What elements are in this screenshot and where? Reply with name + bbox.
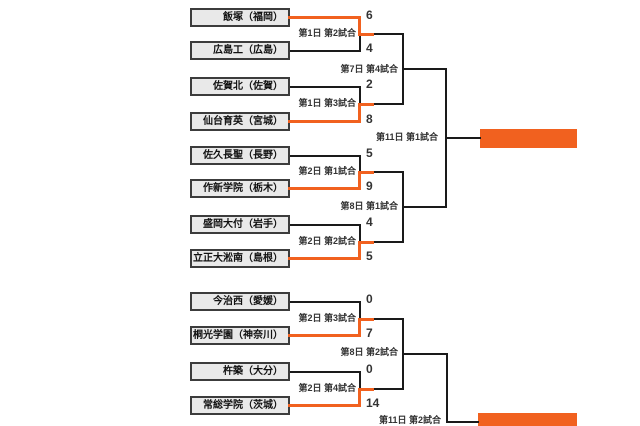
bracket-line: [288, 120, 361, 123]
bracket-line: [373, 388, 404, 390]
match-label: 第11日 第1試合: [375, 132, 438, 142]
team-name: 盛岡大付（岩手）: [203, 219, 283, 230]
team-box: 立正大淞南（島根）: [190, 249, 290, 268]
bracket-line: [358, 241, 361, 260]
team-score: 6: [366, 8, 373, 22]
team-score: 4: [366, 215, 373, 229]
winner-slot-bar: [478, 413, 577, 426]
bracket-line: [402, 68, 447, 70]
bracket-line: [373, 241, 404, 243]
team-name: 杵築（大分）: [223, 366, 283, 377]
bracket-line: [358, 171, 374, 174]
team-score: 5: [366, 146, 373, 160]
bracket-line: [290, 224, 361, 226]
match-label: 第2日 第4試合: [298, 383, 356, 393]
team-box: 飯塚（福岡）: [190, 8, 290, 27]
bracket-line: [358, 103, 374, 106]
bracket-line: [373, 103, 404, 105]
bracket-line: [290, 155, 361, 157]
bracket-line: [373, 318, 404, 320]
bracket-line: [358, 388, 361, 407]
bracket-line: [358, 318, 374, 321]
bracket-line: [358, 171, 361, 190]
team-box: 佐久長聖（長野）: [190, 146, 290, 165]
match-label: 第8日 第2試合: [340, 347, 398, 357]
bracket-line: [288, 257, 361, 260]
team-box: 杵築（大分）: [190, 362, 290, 381]
team-name: 立正大淞南（島根）: [193, 253, 283, 264]
team-name: 広島工（広島）: [213, 45, 283, 56]
team-score: 9: [366, 179, 373, 193]
team-box: 仙台育英（宮城）: [190, 112, 290, 131]
team-score: 7: [366, 326, 373, 340]
bracket-line: [288, 334, 361, 337]
team-name: 仙台育英（宮城）: [203, 116, 283, 127]
team-box: 作新学院（栃木）: [190, 179, 290, 198]
bracket-line: [446, 421, 479, 423]
team-name: 今治西（愛媛）: [213, 296, 283, 307]
team-name: 作新学院（栃木）: [203, 183, 283, 194]
match-label: 第8日 第1試合: [340, 201, 398, 211]
bracket-line: [373, 171, 404, 173]
team-score: 0: [366, 292, 373, 306]
bracket-line: [358, 33, 374, 36]
bracket-line: [288, 16, 361, 19]
bracket-line: [290, 50, 361, 52]
bracket-line: [288, 404, 361, 407]
bracket-line: [445, 137, 481, 139]
match-label: 第2日 第1試合: [298, 166, 356, 176]
team-box: 佐賀北（佐賀）: [190, 77, 290, 96]
match-label: 第11日 第2試合: [378, 415, 441, 425]
bracket-line: [358, 241, 374, 244]
team-name: 飯塚（福岡）: [223, 12, 283, 23]
bracket-line: [358, 103, 361, 123]
team-score: 0: [366, 362, 373, 376]
match-label: 第2日 第2試合: [298, 236, 356, 246]
bracket-line: [290, 371, 361, 373]
bracket-line: [358, 16, 361, 36]
bracket-line: [290, 301, 361, 303]
team-name: 佐久長聖（長野）: [203, 150, 283, 161]
team-name: 常総学院（茨城）: [203, 400, 283, 411]
bracket-line: [446, 353, 448, 423]
bracket-line: [290, 86, 361, 88]
team-score: 4: [366, 41, 373, 55]
winner-slot-bar: [480, 129, 577, 148]
team-score: 2: [366, 77, 373, 91]
bracket-line: [288, 187, 361, 190]
team-box: 常総学院（茨城）: [190, 396, 290, 415]
team-box: 盛岡大付（岩手）: [190, 215, 290, 234]
team-score: 14: [366, 396, 380, 410]
bracket-line: [402, 206, 447, 208]
bracket-line: [358, 388, 374, 391]
bracket-line: [373, 33, 404, 35]
match-label: 第1日 第3試合: [298, 98, 356, 108]
match-label: 第7日 第4試合: [340, 64, 398, 74]
team-box: 今治西（愛媛）: [190, 292, 290, 311]
team-name: 桐光学園（神奈川）: [193, 330, 283, 341]
team-name: 佐賀北（佐賀）: [213, 81, 283, 92]
team-score: 8: [366, 112, 373, 126]
match-label: 第1日 第2試合: [298, 28, 356, 38]
bracket-line: [358, 318, 361, 337]
team-box: 広島工（広島）: [190, 41, 290, 60]
match-label: 第2日 第3試合: [298, 313, 356, 323]
team-score: 5: [366, 249, 373, 263]
bracket-line: [402, 353, 448, 355]
team-box: 桐光学園（神奈川）: [190, 326, 290, 345]
